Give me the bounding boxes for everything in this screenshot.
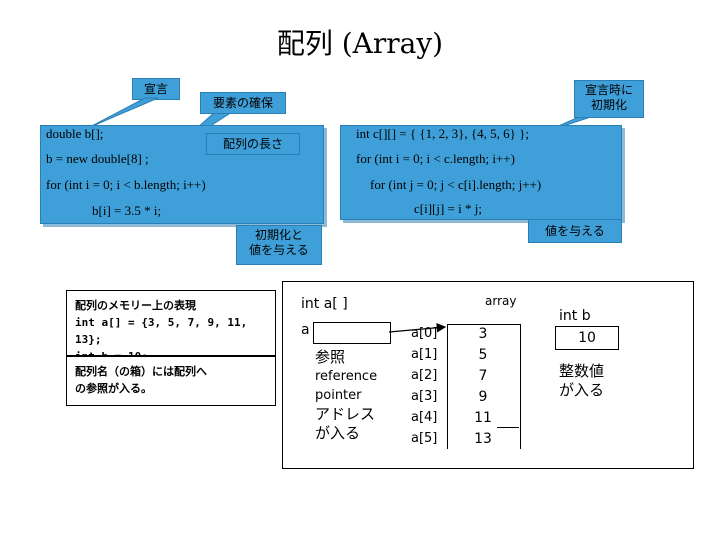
reference-text-line-2: reference bbox=[315, 369, 378, 384]
memory-representation-note: 配列のメモリー上の表現 int a[] = {3, 5, 7, 9, 11, 1… bbox=[66, 290, 276, 363]
callout-declare-text: 宣言 bbox=[143, 82, 168, 96]
reference-text: 参照 reference pointer アドレス が入る bbox=[315, 348, 377, 443]
array-cell-separator bbox=[497, 427, 519, 428]
a-reference-box bbox=[313, 322, 391, 344]
right-code-line-4: c[i][j] = i * j; bbox=[414, 201, 482, 216]
array-index-2: a[2] bbox=[411, 368, 438, 383]
array-index-1: a[1] bbox=[411, 347, 438, 362]
reference-text-line-1: 参照 bbox=[315, 348, 346, 366]
left-code-line-4: b[i] = 3.5 * i; bbox=[92, 203, 162, 218]
right-code-line-1: int c[][] = { {1, 2, 3}, {4, 5, 6} }; bbox=[356, 126, 529, 141]
array-box bbox=[447, 324, 521, 449]
page-title: 配列 (Array) bbox=[276, 27, 444, 60]
right-code-line-3: for (int j = 0; j < c[i].length; j++) bbox=[370, 177, 542, 192]
callout-alloc: 要素の確保 bbox=[200, 92, 286, 114]
callout-declare: 宣言 bbox=[132, 78, 180, 100]
reference-text-line-4: アドレス bbox=[315, 405, 376, 423]
array-value-5: 13 bbox=[474, 431, 492, 447]
callout-alloc-text: 要素の確保 bbox=[212, 96, 273, 110]
reference-note-line-2: の参照が入る。 bbox=[75, 382, 152, 395]
int-value-note-line-2: が入る bbox=[559, 381, 605, 399]
int-b-label: int b bbox=[559, 308, 591, 324]
memory-diagram: int a[ ] a array 参照 reference pointer アド… bbox=[282, 281, 694, 469]
reference-text-line-5: が入る bbox=[315, 424, 361, 442]
array-value-4: 11 bbox=[474, 410, 492, 426]
array-index-3: a[3] bbox=[411, 389, 438, 404]
callout-init-values-line-1: 初期化と bbox=[254, 228, 303, 242]
reference-note-line-1: 配列名（の箱）には配列へ bbox=[75, 365, 207, 378]
array-value-0: 3 bbox=[478, 326, 488, 342]
right-code-box bbox=[340, 125, 622, 220]
left-code-line-1: double b[]; bbox=[46, 126, 104, 141]
int-value-note-line-1: 整数値 bbox=[559, 362, 605, 380]
callout-length: 配列の長さ bbox=[206, 133, 300, 155]
array-value-3: 9 bbox=[478, 389, 488, 405]
memory-note-line-1: int a[] = {3, 5, 7, 9, 11, 13}; bbox=[75, 316, 248, 346]
callout-init-values-line-2: 値を与える bbox=[249, 243, 309, 257]
b-value-box: 10 bbox=[555, 326, 619, 350]
array-value-2: 7 bbox=[478, 368, 488, 384]
callout-assign-text: 値を与える bbox=[545, 224, 605, 238]
b-value: 10 bbox=[578, 330, 596, 346]
callout-init-on-declare: 宣言時に 初期化 bbox=[574, 80, 644, 118]
left-code-line-3: for (int i = 0; i < b.length; i++) bbox=[46, 177, 206, 192]
callout-assign: 値を与える bbox=[528, 219, 622, 243]
left-code-line-2: b = new double[8] ; bbox=[46, 151, 149, 166]
a-label: a bbox=[301, 322, 310, 338]
array-value-1: 5 bbox=[478, 347, 488, 363]
array-label: array bbox=[485, 294, 517, 308]
callout-init-values: 初期化と 値を与える bbox=[236, 225, 322, 265]
int-a-label: int a[ ] bbox=[301, 296, 348, 312]
array-reference-note: 配列名（の箱）には配列へ の参照が入る。 bbox=[66, 356, 276, 406]
reference-arrow bbox=[388, 322, 447, 333]
callout-length-text: 配列の長さ bbox=[222, 137, 283, 151]
reference-text-line-3: pointer bbox=[315, 388, 362, 403]
right-code-line-2: for (int i = 0; i < c.length; i++) bbox=[356, 151, 515, 166]
callout-init-on-declare-line-1: 宣言時に bbox=[584, 83, 633, 97]
array-index-5: a[5] bbox=[411, 431, 438, 446]
int-value-note: 整数値 が入る bbox=[559, 362, 604, 400]
array-index-4: a[4] bbox=[411, 410, 438, 425]
callout-init-on-declare-line-2: 初期化 bbox=[590, 98, 627, 112]
memory-note-heading: 配列のメモリー上の表現 bbox=[75, 299, 196, 312]
